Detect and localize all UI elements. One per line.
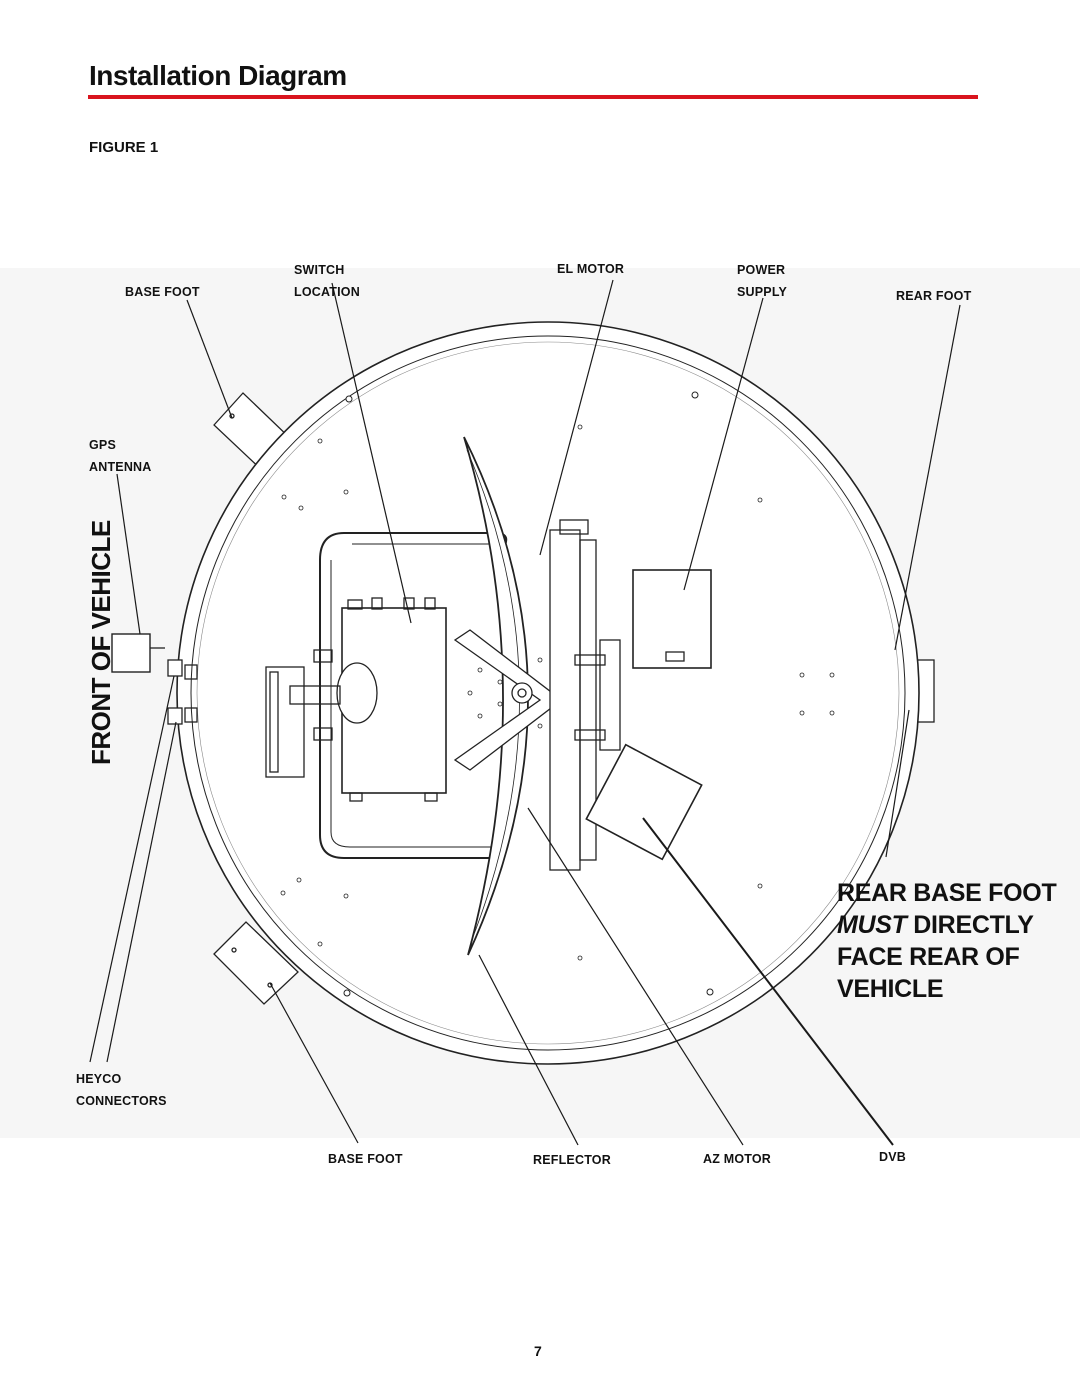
el-bracket [453, 629, 556, 771]
label-gps: GPS [89, 438, 116, 452]
leader-reflector [478, 954, 579, 1146]
leader-base-foot-top [186, 299, 233, 419]
label-power: POWER [737, 263, 786, 277]
page-number: 7 [534, 1343, 542, 1359]
label-base-foot-bottom: BASE FOOT [328, 1152, 403, 1166]
dvb-box [585, 743, 703, 861]
gps-antenna [111, 633, 165, 673]
leader-rear-base-foot-note [885, 709, 910, 858]
label-supply: SUPPLY [737, 285, 788, 299]
leader-az-motor [527, 807, 744, 1146]
leader-rear-foot [894, 304, 961, 651]
label-location: LOCATION [294, 285, 360, 299]
label-dvb: DVB [879, 1150, 906, 1164]
label-heyco: HEYCO [76, 1072, 122, 1086]
leader-base-foot-bottom [269, 982, 359, 1144]
page-title: Installation Diagram [89, 60, 347, 91]
reflector [463, 436, 529, 956]
label-el-motor: EL MOTOR [557, 262, 625, 276]
base-foot-bottom-left [213, 921, 299, 1005]
leader-dvb [642, 817, 894, 1146]
label-reflector: REFLECTOR [533, 1153, 611, 1167]
heyco-connectors [167, 659, 198, 725]
leader-power-supply [683, 297, 764, 591]
rear-note-directly: DIRECTLY [906, 911, 1034, 939]
rear-note-line2: MUST DIRECTLY [837, 911, 1034, 940]
label-rear-foot: REAR FOOT [896, 289, 972, 303]
leader-heyco-1 [89, 675, 175, 1063]
label-switch: SWITCH [294, 263, 345, 277]
leader-gps-antenna [116, 473, 141, 635]
leader-el-motor [539, 279, 614, 556]
label-connectors: CONNECTORS [76, 1094, 167, 1108]
leader-heyco-2 [106, 721, 177, 1063]
rear-note-line3: FACE REAR OF [837, 943, 1020, 971]
power-supply-box [632, 569, 712, 669]
leader-switch-location [331, 282, 412, 624]
lnb-assembly [265, 649, 378, 778]
az-rail [549, 519, 621, 871]
title-rule [88, 95, 978, 99]
rear-note-line4: VEHICLE [837, 975, 944, 1003]
figure-label: FIGURE 1 [89, 139, 159, 156]
label-antenna: ANTENNA [89, 460, 152, 474]
label-az-motor: AZ MOTOR [703, 1152, 772, 1166]
label-base-foot-top: BASE FOOT [125, 285, 200, 299]
rear-note-must: MUST [837, 911, 907, 939]
front-of-vehicle-label: FRONT OF VEHICLE [86, 520, 116, 765]
rear-note-line1: REAR BASE FOOT [837, 879, 1057, 907]
radome-inner [190, 335, 906, 1051]
